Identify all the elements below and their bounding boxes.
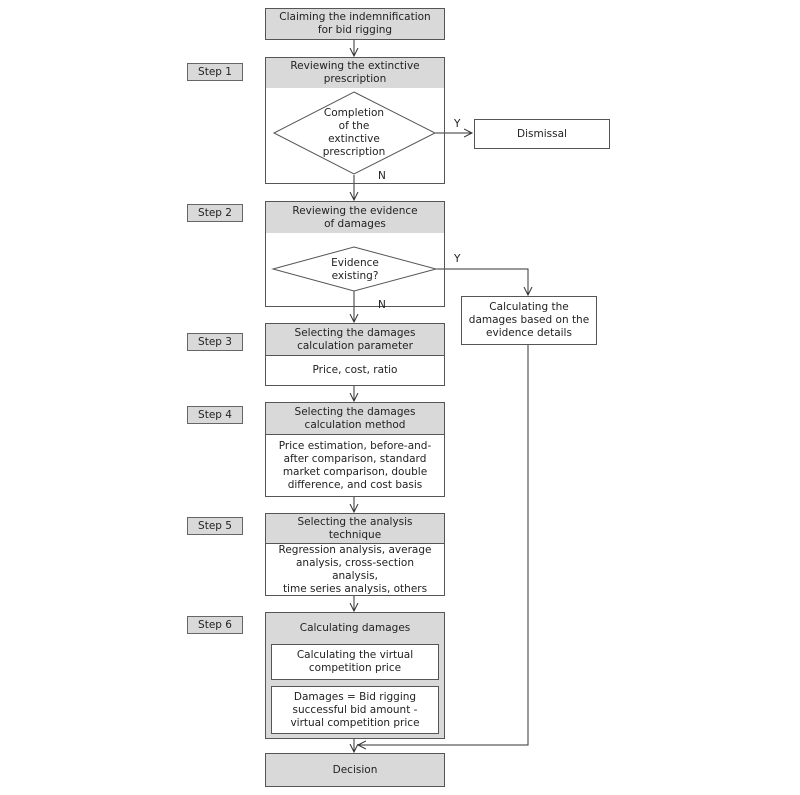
- evidence-calculation-label: Calculating the damages based on the evi…: [468, 301, 590, 339]
- step1-yes-label: Y: [454, 118, 461, 130]
- step-4-label: Step 4: [187, 406, 243, 424]
- step6-virtual-price-label: Calculating the virtual competition pric…: [296, 649, 414, 674]
- arrow-evidence-to-decision: [358, 345, 529, 745]
- evidence-calculation-box: Calculating the damages based on the evi…: [461, 296, 597, 345]
- arrow-to-evidence-calc: [436, 268, 528, 295]
- decision-label: Decision: [332, 763, 378, 776]
- step3-container: Selecting the damages calculation parame…: [265, 323, 445, 386]
- step-5-label: Step 5: [187, 517, 243, 535]
- start-label: Claiming the indemnification for bid rig…: [279, 11, 431, 36]
- step4-body: Price estimation, before-and- after comp…: [278, 439, 432, 491]
- step4-container: Selecting the damages calculation method…: [265, 402, 445, 497]
- step-1-label: Step 1: [187, 63, 243, 81]
- decision-box: Decision: [265, 753, 445, 787]
- step5-title: Selecting the analysis technique: [266, 514, 444, 544]
- step1-title: Reviewing the extinctive prescription: [266, 58, 444, 88]
- step-3-label: Step 3: [187, 333, 243, 351]
- step5-container: Selecting the analysis technique Regress…: [265, 513, 445, 596]
- start-box: Claiming the indemnification for bid rig…: [265, 8, 445, 40]
- step5-body: Regression analysis, average analysis, c…: [278, 543, 432, 595]
- decision-diamond-evidence: [271, 246, 438, 292]
- step6-damages-formula-box: Damages = Bid rigging successful bid amo…: [271, 686, 439, 734]
- step2-title: Reviewing the evidence of damages: [266, 202, 444, 233]
- step-6-label: Step 6: [187, 616, 243, 634]
- step3-body: Price, cost, ratio: [312, 364, 398, 376]
- step3-title: Selecting the damages calculation parame…: [266, 324, 444, 356]
- dismissal-label: Dismissal: [517, 127, 567, 140]
- step1-container: Reviewing the extinctive prescription: [265, 57, 445, 184]
- step1-no-label: N: [378, 170, 386, 182]
- step1-decision-text: Completion of the extinctive prescriptio…: [322, 107, 386, 158]
- step6-virtual-price-box: Calculating the virtual competition pric…: [271, 644, 439, 680]
- step4-title: Selecting the damages calculation method: [266, 403, 444, 435]
- step2-yes-label: Y: [454, 253, 461, 265]
- step6-damages-formula-label: Damages = Bid rigging successful bid amo…: [290, 690, 420, 729]
- decision-diamond-prescription: [272, 91, 437, 175]
- step-2-label: Step 2: [187, 204, 243, 222]
- step2-container: Reviewing the evidence of damages: [265, 201, 445, 307]
- step6-container: Calculating damages Calculating the virt…: [265, 612, 445, 739]
- step6-title: Calculating damages: [266, 613, 444, 643]
- dismissal-box: Dismissal: [474, 119, 610, 149]
- step2-no-label: N: [378, 299, 386, 311]
- step2-decision-text: Evidence existing?: [331, 257, 379, 282]
